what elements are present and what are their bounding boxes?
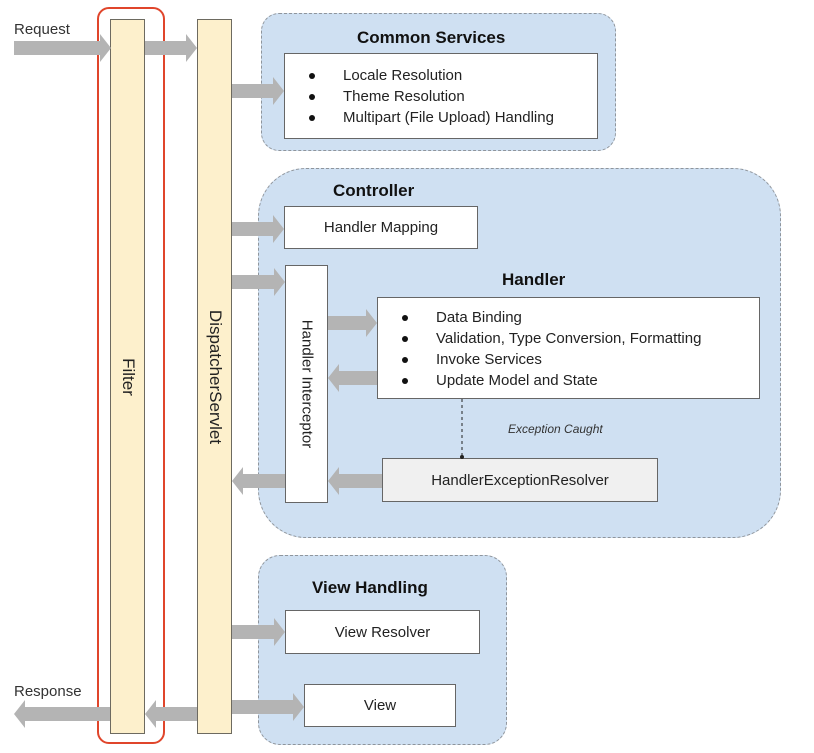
- arrow-interceptor-to-dispatcher: [232, 467, 285, 495]
- response-label: Response: [14, 683, 82, 700]
- handler-title: Handler: [502, 270, 566, 289]
- common-services-box: Locale Resolution Theme Resolution Multi…: [284, 53, 598, 139]
- common-services-item: Theme Resolution: [285, 86, 554, 107]
- exception-caught-label: Exception Caught: [508, 422, 603, 436]
- handler-mapping-box: Handler Mapping: [284, 206, 478, 249]
- exception-line-dot: [460, 455, 464, 459]
- request-label: Request: [14, 21, 70, 38]
- filter-pillar: Filter: [110, 19, 145, 734]
- view-handling-title: View Handling: [312, 578, 428, 597]
- handler-item: Update Model and State: [378, 370, 701, 391]
- arrow-to-handler-mapping: [232, 215, 284, 243]
- common-services-item: Locale Resolution: [285, 65, 554, 86]
- view-box: View: [304, 684, 456, 727]
- handler-item: Validation, Type Conversion, Formatting: [378, 328, 701, 349]
- filter-highlight: [97, 7, 165, 744]
- arrow-handler-to-interceptor: [328, 364, 377, 392]
- handler-item: Invoke Services: [378, 349, 701, 370]
- arrow-to-view: [232, 693, 304, 721]
- arrow-dispatcher-to-filter: [145, 700, 197, 728]
- common-services-title: Common Services: [357, 28, 506, 47]
- common-services-item: Multipart (File Upload) Handling: [285, 107, 554, 128]
- arrow-to-view-resolver: [232, 618, 285, 646]
- arrow-response-out: [14, 700, 110, 728]
- exception-resolver-box: HandlerExceptionResolver: [382, 458, 658, 502]
- view-resolver-box: View Resolver: [285, 610, 480, 654]
- dispatcher-servlet-pillar: DispatcherServlet: [197, 19, 232, 734]
- arrow-filter-to-dispatcher: [145, 34, 197, 62]
- arrow-interceptor-to-handler: [328, 309, 377, 337]
- handler-box: Data Binding Validation, Type Conversion…: [377, 297, 760, 399]
- arrow-to-common-services: [232, 77, 284, 105]
- handler-item: Data Binding: [378, 307, 701, 328]
- controller-title: Controller: [333, 181, 415, 200]
- arrow-to-interceptor: [232, 268, 285, 296]
- arrow-resolver-to-interceptor: [328, 467, 382, 495]
- handler-interceptor-box: Handler Interceptor: [285, 265, 328, 503]
- arrow-request-in: [14, 34, 111, 62]
